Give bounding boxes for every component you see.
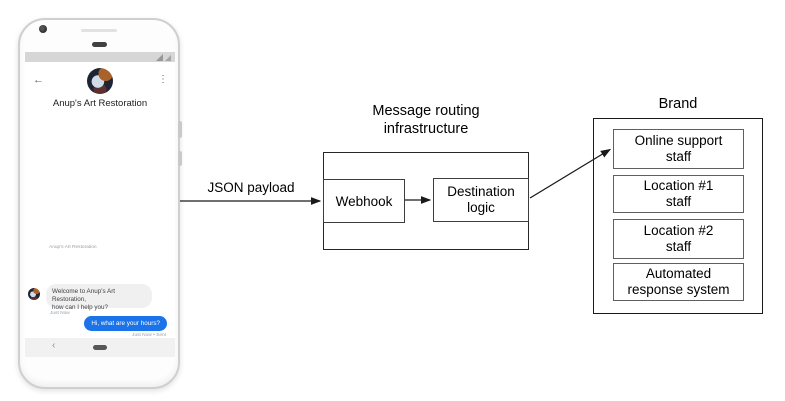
outgoing-message-bubble: Hi, what are your hours? bbox=[84, 316, 167, 331]
brand-item-location-1: Location #1 staff bbox=[613, 175, 744, 213]
brand-item-automated-response: Automated response system bbox=[613, 263, 744, 301]
incoming-message-bubble: Welcome to Anup's Art Restoration, how c… bbox=[46, 284, 152, 311]
brand-box: Online support staff Location #1 staff L… bbox=[593, 118, 763, 314]
chat-title: Anup's Art Restoration bbox=[52, 98, 148, 109]
front-camera-icon bbox=[39, 25, 47, 33]
webhook-box: Webhook bbox=[323, 179, 405, 223]
volume-button bbox=[178, 121, 182, 138]
android-nav-bar: ‹ bbox=[25, 338, 175, 357]
incoming-timestamp: Just Now bbox=[50, 311, 70, 316]
nav-home-icon[interactable] bbox=[93, 345, 107, 350]
brand-item-online-support: Online support staff bbox=[613, 129, 744, 169]
signal-icon bbox=[156, 53, 163, 61]
wifi-icon bbox=[165, 54, 171, 61]
message-avatar bbox=[28, 288, 40, 300]
sender-label: Anup's Art Restoration bbox=[49, 245, 97, 250]
outgoing-status: Just Now • Sent bbox=[132, 333, 166, 338]
back-arrow-icon[interactable]: ← bbox=[33, 74, 44, 86]
power-button bbox=[178, 151, 182, 166]
overflow-menu-icon[interactable]: ⋮ bbox=[158, 74, 168, 85]
nav-back-icon[interactable]: ‹ bbox=[52, 340, 56, 351]
status-bar bbox=[25, 52, 175, 62]
destination-logic-box: Destination logic bbox=[433, 178, 529, 222]
chat-header: ← ⋮ Anup's Art Restoration bbox=[25, 62, 175, 110]
phone-screen: ← ⋮ Anup's Art Restoration Anup's Art Re… bbox=[25, 52, 175, 357]
brand-item-location-2: Location #2 staff bbox=[613, 219, 744, 259]
speaker-grill bbox=[81, 29, 117, 32]
business-avatar bbox=[87, 68, 113, 94]
earpiece bbox=[92, 42, 107, 47]
brand-title: Brand bbox=[658, 96, 698, 112]
routing-title: Message routing infrastructure bbox=[372, 103, 480, 137]
phone-mockup: ← ⋮ Anup's Art Restoration Anup's Art Re… bbox=[18, 18, 182, 389]
json-payload-label: JSON payload bbox=[207, 180, 295, 195]
